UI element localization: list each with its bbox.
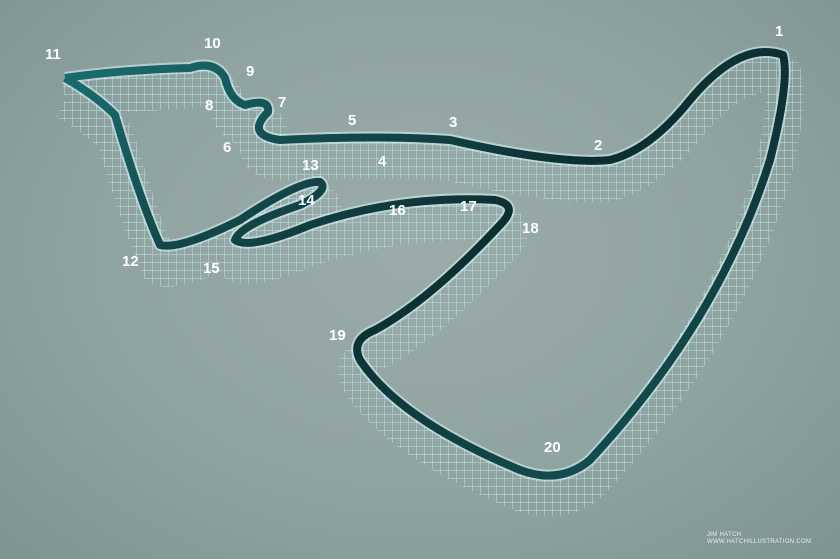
track-surface bbox=[63, 48, 789, 480]
turn-4-label: 4 bbox=[378, 153, 387, 170]
turn-labels: 1 2 3 4 5 6 7 8 9 10 11 12 13 14 15 16 1… bbox=[45, 23, 783, 456]
turn-16-label: 16 bbox=[389, 202, 406, 219]
turn-6-label: 6 bbox=[223, 139, 231, 156]
credit-url: WWW.HATCHILLUSTRATION.COM bbox=[707, 539, 812, 545]
turn-18-label: 18 bbox=[522, 220, 539, 237]
turn-10-label: 10 bbox=[204, 35, 221, 52]
credit-name: JIM HATCH bbox=[707, 532, 742, 538]
turn-14-label: 14 bbox=[298, 192, 315, 209]
turn-7-label: 7 bbox=[278, 94, 286, 111]
scaffold bbox=[55, 55, 804, 517]
turn-17-label: 17 bbox=[460, 198, 477, 215]
turn-2-label: 2 bbox=[594, 137, 602, 154]
turn-3-label: 3 bbox=[449, 114, 457, 131]
turn-5-label: 5 bbox=[348, 112, 356, 129]
turn-11-label: 11 bbox=[45, 46, 61, 63]
turn-8-label: 8 bbox=[205, 97, 213, 114]
turn-9-label: 9 bbox=[246, 63, 254, 80]
turn-12-label: 12 bbox=[122, 253, 139, 270]
turn-20-label: 20 bbox=[544, 439, 561, 456]
turn-15-label: 15 bbox=[203, 260, 220, 277]
turn-19-label: 19 bbox=[329, 327, 346, 344]
turn-13-label: 13 bbox=[302, 157, 319, 174]
artist-credit: JIM HATCH WWW.HATCHILLUSTRATION.COM bbox=[707, 532, 811, 546]
turn-1-label: 1 bbox=[775, 23, 783, 40]
